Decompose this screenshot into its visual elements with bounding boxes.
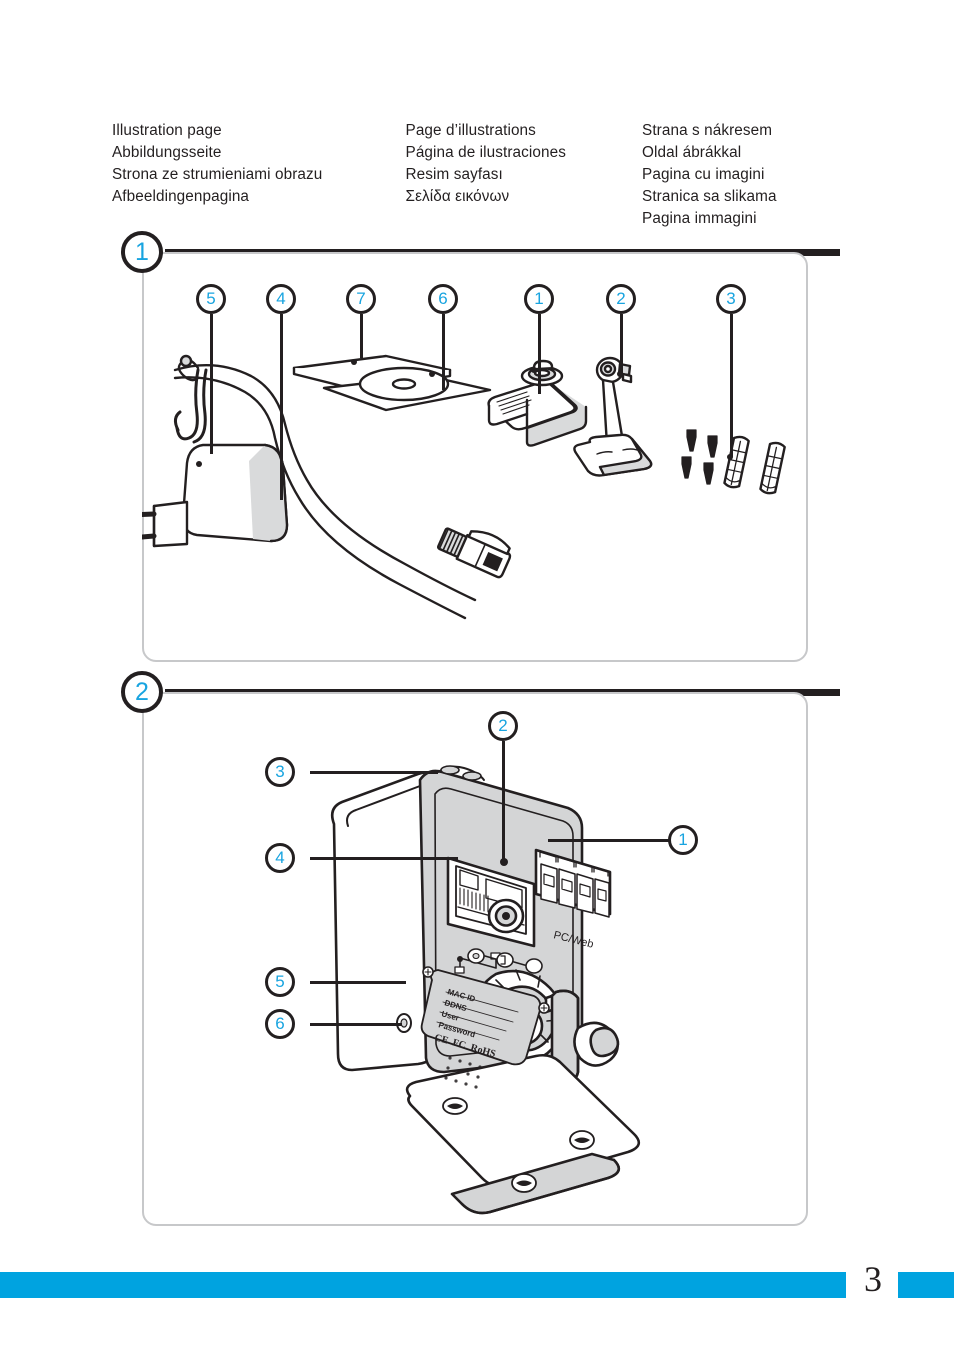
heading-line: Abbildungsseite bbox=[112, 144, 222, 162]
callout-p2-1: 1 bbox=[668, 825, 698, 855]
leader-line-1 bbox=[538, 314, 541, 394]
callout-5: 5 bbox=[196, 284, 226, 314]
leader-line-p2-2 bbox=[502, 741, 505, 861]
section-1-panel bbox=[142, 252, 808, 662]
section-2-panel bbox=[142, 692, 808, 1226]
callout-2: 2 bbox=[606, 284, 636, 314]
heading-line: Oldal ábrákkal bbox=[642, 144, 742, 162]
leader-line-p2-1 bbox=[548, 839, 682, 842]
leader-line-2 bbox=[620, 314, 623, 374]
heading-line: Pagina cu imagini bbox=[642, 166, 765, 184]
heading-line: Page d’illustrations bbox=[405, 122, 536, 139]
leader-line-6 bbox=[442, 314, 445, 390]
heading-line: Strana s nákresem bbox=[642, 122, 773, 139]
heading-column-1: Illustration page Abbildungsseite Strona… bbox=[112, 120, 406, 230]
heading-line: Strona ze strumieniami obrazu bbox=[112, 166, 323, 184]
callout-p2-2: 2 bbox=[488, 711, 518, 741]
heading-line: Pagina immagini bbox=[642, 210, 757, 228]
heading-line: Stranica sa slikama bbox=[642, 188, 777, 206]
callout-p2-5: 5 bbox=[265, 967, 295, 997]
callout-p2-4: 4 bbox=[265, 843, 295, 873]
leader-line-7 bbox=[360, 314, 363, 358]
leader-line-4 bbox=[280, 314, 283, 500]
leader-line-3 bbox=[730, 314, 733, 457]
heading-line: Página de ilustraciones bbox=[405, 144, 566, 162]
leader-line-5 bbox=[210, 314, 213, 454]
callout-3: 3 bbox=[716, 284, 746, 314]
heading-column-2: Page d’illustrations Página de ilustraci… bbox=[406, 120, 643, 230]
section-badge-1: 1 bbox=[121, 231, 163, 273]
callout-6: 6 bbox=[428, 284, 458, 314]
callout-1: 1 bbox=[524, 284, 554, 314]
leader-line-p2-6 bbox=[310, 1023, 402, 1026]
callout-p2-6: 6 bbox=[265, 1009, 295, 1039]
footer-bar-right bbox=[898, 1272, 954, 1298]
leader-line-p2-3 bbox=[310, 771, 438, 774]
leader-line-p2-5 bbox=[310, 981, 406, 984]
section-badge-2: 2 bbox=[121, 671, 163, 713]
callout-7: 7 bbox=[346, 284, 376, 314]
heading-line: Σελίδα εικόνων bbox=[405, 188, 510, 206]
heading-line: Afbeeldingenpagina bbox=[112, 188, 250, 206]
footer-bar-left bbox=[0, 1272, 846, 1298]
callout-4: 4 bbox=[266, 284, 296, 314]
leader-line-p2-4 bbox=[310, 857, 458, 860]
heading-line: Illustration page bbox=[112, 122, 222, 139]
page-number: 3 bbox=[864, 1259, 882, 1299]
heading-column-3: Strana s nákresem Oldal ábrákkal Pagina … bbox=[642, 120, 832, 230]
multilingual-heading: Illustration page Abbildungsseite Strona… bbox=[112, 120, 832, 230]
callout-p2-3: 3 bbox=[265, 757, 295, 787]
heading-line: Resim sayfası bbox=[405, 166, 503, 184]
